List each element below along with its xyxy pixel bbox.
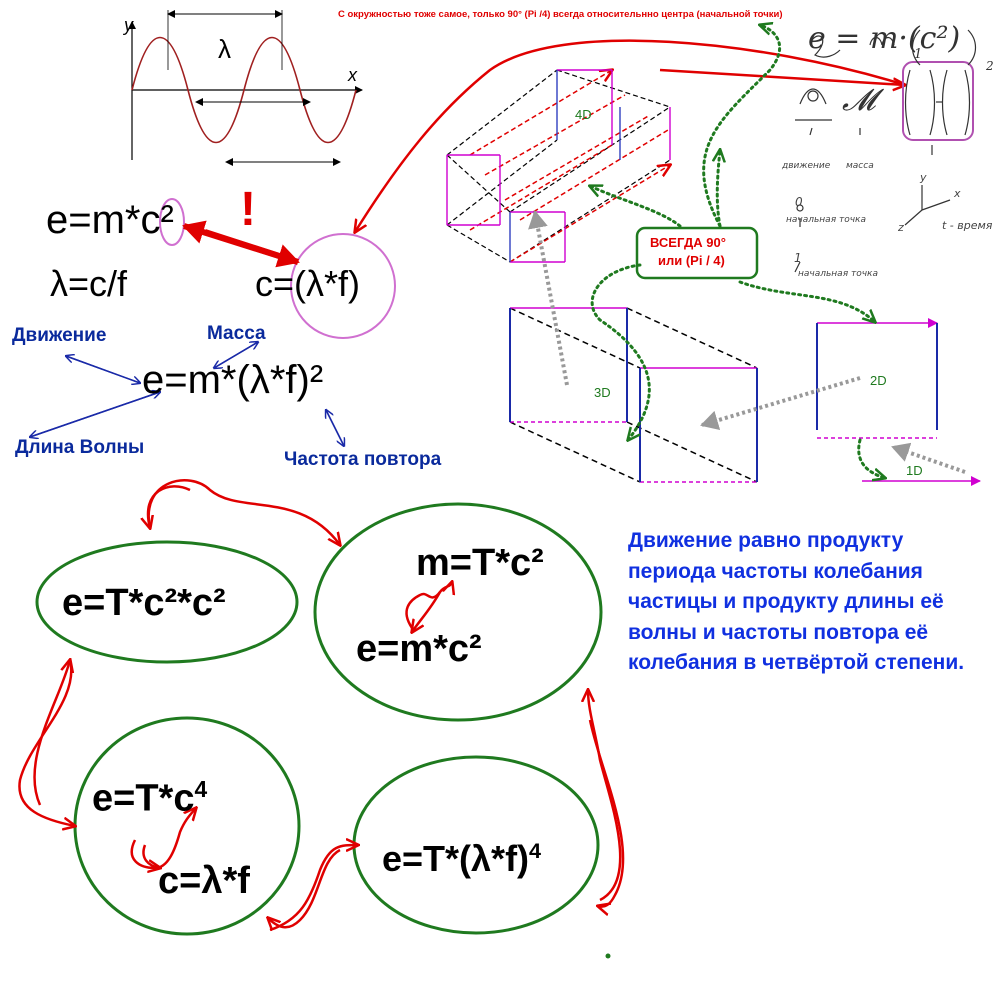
hand-motion: движение	[782, 161, 831, 171]
hand-axis-z: z	[898, 221, 904, 234]
always-90-box	[635, 226, 759, 280]
label-3d: 3D	[594, 385, 611, 400]
handwritten-area	[794, 29, 977, 273]
exclamation-mark: !	[240, 183, 256, 236]
formula-c-lambda-f: c=λ*f	[158, 860, 250, 902]
green-arrows	[590, 25, 885, 478]
formula-e-m-c2: e=m*c²	[356, 628, 482, 670]
wave-x-label: x	[348, 65, 357, 85]
hand-mass: масса	[846, 161, 874, 171]
label-4d: 4D	[575, 107, 592, 122]
hand-start-point-1: начальная точка	[798, 269, 878, 279]
gray-arrows	[528, 210, 966, 474]
label-1d: 1D	[906, 463, 923, 478]
matrix-highlight	[902, 61, 974, 141]
label-wavelength: Длина Волны	[15, 437, 145, 458]
formula-emc: e=m*c²	[46, 198, 174, 242]
hand-formula-1: e = m·(c²)	[808, 21, 961, 56]
hand-time: t - время	[942, 219, 993, 232]
figure-3d	[509, 307, 758, 483]
wave-curve	[131, 37, 357, 143]
formula-e-t-c2-c2: e=T*c²*c²	[62, 582, 226, 624]
hand-idx1: 1	[914, 47, 923, 62]
hand-idx2: 2	[986, 59, 994, 73]
label-2d: 2D	[870, 373, 887, 388]
hand-formula-2: 𝓜	[842, 83, 876, 118]
ellipse-e1	[35, 540, 299, 664]
figure-4d	[446, 70, 670, 263]
hand-axis-y: y	[920, 171, 927, 184]
wave-y-label: y	[124, 15, 133, 35]
always-90-line2: или (Pi / 4)	[658, 253, 725, 268]
ellipse-m1-e2	[313, 502, 603, 722]
formula-e-t-lf4-base: e=T*(λ*f)	[382, 838, 530, 879]
formula-lambda-cf: λ=c/f	[50, 263, 128, 304]
label-mass: Масса	[207, 323, 266, 344]
formula-e-t-lf4-exp: 4	[529, 838, 542, 863]
wave-lambda-label: λ	[218, 34, 231, 64]
label-arrows	[30, 342, 344, 446]
formula-e-t-c4: e=T*c4	[92, 778, 207, 818]
formula-e-ml: e=m*(λ*f)²	[142, 358, 324, 402]
formula-m-t-c2: m=T*c²	[416, 542, 544, 584]
c-lambda-circle	[290, 233, 396, 339]
formula-c-lf: c=(λ*f)	[255, 263, 361, 304]
hand-one: 1	[794, 251, 802, 265]
label-frequency: Частота повтора	[284, 449, 442, 470]
always-90-line1: ВСЕГДА 90°	[650, 235, 726, 250]
hand-start-point-0: начальная точка	[786, 215, 866, 225]
label-motion: Движение	[12, 325, 107, 346]
formula-e-t-c4-exp: 4	[194, 776, 208, 802]
cycle-arrows	[18, 479, 625, 932]
wave-graph	[128, 10, 363, 166]
hand-axis-x: x	[954, 187, 961, 200]
hand-zero: 0	[795, 195, 803, 209]
formula-e-t-lf4: e=T*(λ*f)4	[382, 840, 541, 877]
top-note: С окружностью тоже самое, только 90° (Pi…	[338, 9, 783, 20]
description-text: Движение равно продукту периода частоты …	[628, 529, 965, 674]
formula-e-t-c4-base: e=T*c	[92, 777, 195, 820]
